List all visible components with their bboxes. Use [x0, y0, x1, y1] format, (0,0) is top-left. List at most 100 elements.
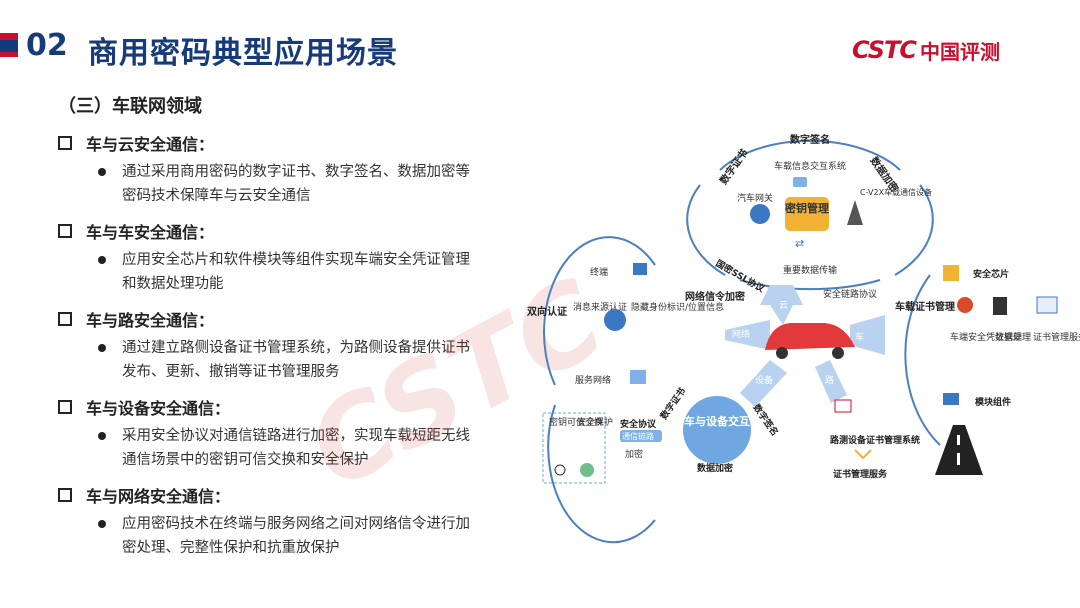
label-device: 设备 — [755, 374, 773, 386]
label-enc: 加密 — [625, 448, 643, 460]
key-mgmt-box — [785, 197, 829, 231]
label-mgmt: 车载证书管理 — [895, 300, 955, 313]
header: 02 商用密码典型应用场景 CSTC 中国评测 — [0, 0, 1080, 80]
label-gateway: 汽车网关 — [737, 192, 773, 204]
checkbox-icon — [58, 488, 72, 502]
center-hub: 云 网络 车 设备 路 安全链路协议 — [725, 285, 885, 407]
label-system: 车载信息交互系统 — [774, 160, 846, 172]
label-cv2x: C-V2X车载通信设备 — [860, 187, 932, 197]
item-bullet: 应用安全芯片和软件模块等组件实现车端安全凭证管理和数据处理功能 — [58, 248, 518, 296]
left-outer-arc — [542, 236, 656, 386]
auth-icon — [604, 309, 626, 331]
item-bullet: 通过建立路侧设备证书管理系统，为路侧设备提供证书发布、更新、撤销等证书管理服务 — [58, 336, 518, 384]
label-top-sign: 数字签名 — [790, 133, 830, 146]
header-accent-blue — [0, 40, 18, 52]
road-line-icon — [957, 453, 960, 465]
checkbox-icon — [58, 400, 72, 414]
label-road: 路 — [825, 374, 834, 386]
label-service: 服务网络 — [575, 374, 611, 386]
globe-icon — [750, 204, 770, 224]
car-wheel-icon — [832, 347, 844, 359]
arrow-cloud — [760, 285, 803, 325]
list-item: 车与云安全通信： 通过采用商用密码的数字证书、数字签名、数据加密等密码技术保障车… — [58, 130, 518, 208]
top-cycle: 数字签名 数字证书 数据加密 车载信息交互系统 密钥管理 汽车网关 C-V2X车… — [686, 133, 934, 295]
item-bullet: 应用密码技术在终端与服务网络之间对网络信令进行加密处理、完整性保护和抗重放保护 — [58, 512, 518, 560]
arrow-device — [740, 360, 787, 407]
checkbox-icon — [58, 136, 72, 150]
label-cred: 车端安全凭证管理 — [950, 331, 1022, 343]
car-icon — [765, 323, 855, 350]
bullet-icon — [98, 256, 106, 264]
network-icon — [630, 370, 646, 384]
logo: CSTC 中国评测 — [852, 36, 1000, 64]
label-bottom-sign: 数字签名 — [751, 402, 781, 438]
label-cloud: 云 — [779, 301, 788, 311]
section-number: 02 — [26, 28, 68, 63]
label-bottom-encrypt: 数据加密 — [697, 462, 733, 474]
iov-diagram: 数字签名 数字证书 数据加密 车载信息交互系统 密钥管理 汽车网关 C-V2X车… — [527, 133, 1080, 544]
label-certsvc: 证书管理服务 — [1033, 331, 1080, 343]
left-cycle: 双向认证 终端 服务网络 消息来源认证 隐藏身份标识/位置信息 网络信令加密 — [527, 236, 745, 544]
label-hide: 隐藏身份标识/位置信息 — [631, 301, 724, 313]
arrow-network — [725, 320, 770, 350]
scenario-list: 车与云安全通信： 通过采用商用密码的数字证书、数字签名、数据加密等密码技术保障车… — [58, 130, 518, 570]
router-icon — [834, 399, 852, 413]
logo-zh: 中国评测 — [920, 39, 1001, 64]
label-chip: 安全芯片 — [973, 268, 1009, 280]
label-proc: 数据处理 — [995, 331, 1031, 343]
list-item: 车与路安全通信： 通过建立路侧设备证书管理系统，为路侧设备提供证书发布、更新、撤… — [58, 306, 518, 384]
bottom-arc — [739, 279, 881, 291]
label-interact: 车与设备交互 — [684, 414, 750, 428]
label-link: 安全链路协议 — [823, 288, 877, 300]
road-line-icon — [957, 435, 960, 445]
terminal-icon — [633, 263, 647, 275]
top-arc — [719, 139, 901, 171]
key-icon — [554, 464, 566, 476]
label-module: 模块组件 — [975, 396, 1011, 408]
arrow-car — [850, 315, 885, 355]
right-outer-arc — [904, 274, 941, 446]
label-top-cert: 数字证书 — [717, 146, 751, 186]
left-arc — [686, 184, 726, 276]
antenna-icon — [847, 200, 863, 225]
bullet-icon — [98, 432, 106, 440]
checkbox-icon — [58, 224, 72, 238]
swap-icon: ⇄ — [795, 237, 804, 250]
label-car2car: 车 — [855, 331, 864, 343]
item-title: 车与设备安全通信： — [58, 394, 518, 420]
item-title: 车与云安全通信： — [58, 130, 518, 156]
interact-circle — [683, 396, 751, 464]
keyx-box — [542, 412, 606, 484]
item-bullet: 采用安全协议对通信链路进行加密，实现车载短距无线通信场景中的密钥可信交换和安全保… — [58, 424, 518, 472]
label-bidir: 双向认证 — [527, 305, 567, 318]
right-arc — [894, 184, 934, 276]
logo-en: CSTC — [852, 36, 917, 64]
label-ssl: 国密SSL协议 — [714, 257, 768, 295]
list-item: 车与网络安全通信： 应用密码技术在终端与服务网络之间对网络信令进行加密处理、完整… — [58, 482, 518, 560]
item-bullet: 通过采用商用密码的数字证书、数字签名、数据加密等密码技术保障车与云安全通信 — [58, 160, 518, 208]
channel-box — [620, 430, 662, 442]
cloud-lock-icon — [580, 463, 594, 477]
module-icon — [943, 393, 959, 405]
label-signal: 网络信令加密 — [685, 290, 745, 303]
label-channel: 通信链路 — [622, 431, 654, 441]
chevron-down-icon — [854, 449, 872, 460]
label-network: 网络 — [732, 328, 750, 340]
system-icon — [793, 177, 807, 187]
list-item: 车与设备安全通信： 采用安全协议对通信链路进行加密，实现车载短距无线通信场景中的… — [58, 394, 518, 472]
left-lower-arc — [547, 404, 656, 544]
chip-icon — [943, 265, 959, 281]
checkbox-icon — [58, 312, 72, 326]
car-wheel-icon — [776, 347, 788, 359]
gear-icon — [957, 297, 973, 313]
item-title: 车与网络安全通信： — [58, 482, 518, 508]
item-title: 车与车安全通信： — [58, 218, 518, 244]
bottom-cycle: 车与设备交互 数字证书 数字签名 数据加密 安全协议 通信链路 加密 密钥可信交… — [542, 385, 983, 484]
label-key: 密钥管理 — [785, 201, 829, 215]
arrow-road — [815, 360, 847, 403]
bullet-icon — [98, 168, 106, 176]
label-roadsvc: 证书管理服务 — [833, 468, 888, 480]
page-title: 商用密码典型应用场景 — [88, 36, 398, 71]
cert-icon — [1036, 296, 1058, 314]
label-transfer: 重要数据传输 — [783, 264, 837, 276]
